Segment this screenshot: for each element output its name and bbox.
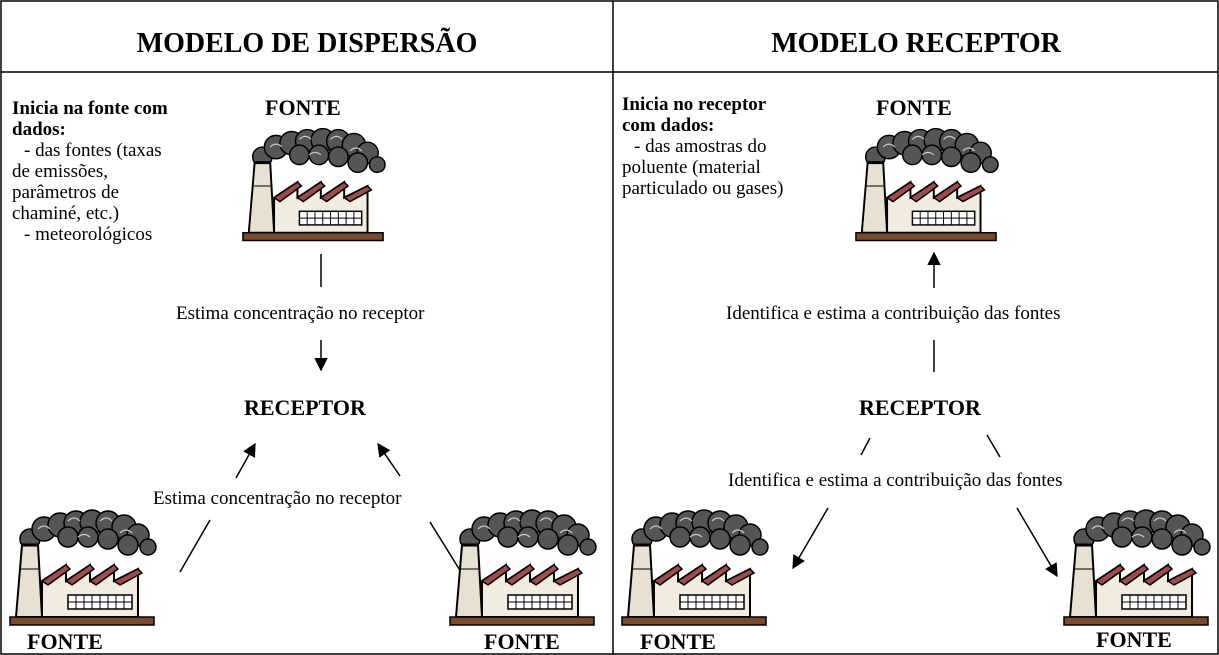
left-br-connector — [429, 521, 462, 573]
left-estimate-bottom: Estima concentração no receptor — [153, 488, 402, 509]
right-desc-line: - das amostras do — [634, 136, 767, 157]
right-fonte-bottom-left-label: FONTE — [640, 629, 716, 654]
factory-icon — [620, 505, 770, 633]
factory-icon — [241, 122, 387, 250]
left-desc-heading-1: Inicia na fonte com — [12, 98, 168, 119]
factory-icon — [1062, 505, 1212, 633]
right-desc-line: particulado ou gases) — [622, 178, 784, 199]
right-desc-line: poluente (material — [622, 157, 761, 178]
right-l-slash — [860, 437, 871, 456]
right-r-slash — [986, 434, 1001, 458]
left-fonte-top-label: FONTE — [265, 95, 341, 120]
left-estimate-top: Estima concentração no receptor — [176, 303, 425, 324]
left-desc-line: chaminé, etc.) — [12, 203, 120, 224]
left-fonte-bottom-right-label: FONTE — [484, 629, 560, 654]
factory-icon — [854, 122, 1000, 250]
factory-icon — [448, 505, 598, 633]
right-description: Inicia no receptor com dados: - das amos… — [622, 94, 783, 199]
left-desc-line: parâmetros de — [12, 182, 120, 203]
right-receptor-label: RECEPTOR — [859, 395, 981, 420]
right-identify-bottom: Identifica e estima a contribuição das f… — [728, 470, 1063, 491]
left-fonte-bottom-left-label: FONTE — [27, 629, 103, 654]
factory-icon — [8, 505, 158, 633]
right-title: MODELO RECEPTOR — [771, 28, 1061, 59]
right-fonte-bottom-right-label: FONTE — [1096, 627, 1172, 652]
left-br-arrow — [377, 442, 401, 477]
right-desc-heading-1: Inicia no receptor — [622, 94, 767, 115]
left-title: MODELO DE DISPERSÃO — [136, 28, 478, 59]
right-br-arrow — [1016, 507, 1058, 578]
right-fonte-top-label: FONTE — [876, 95, 952, 120]
left-bl-arrow — [235, 442, 256, 479]
right-identify-top: Identifica e estima a contribuição das f… — [726, 303, 1061, 324]
left-receptor-label: RECEPTOR — [244, 395, 366, 420]
left-desc-line: de emissões, — [12, 161, 109, 182]
left-description: Inicia na fonte com dados: - das fontes … — [12, 98, 168, 245]
left-desc-line: - das fontes (taxas — [24, 140, 162, 161]
left-desc-heading-2: dados: — [12, 119, 66, 140]
right-bl-arrow — [792, 507, 829, 570]
left-bl-connector — [179, 519, 211, 573]
right-desc-heading-2: com dados: — [622, 115, 715, 136]
left-desc-line: - meteorológicos — [24, 224, 153, 245]
